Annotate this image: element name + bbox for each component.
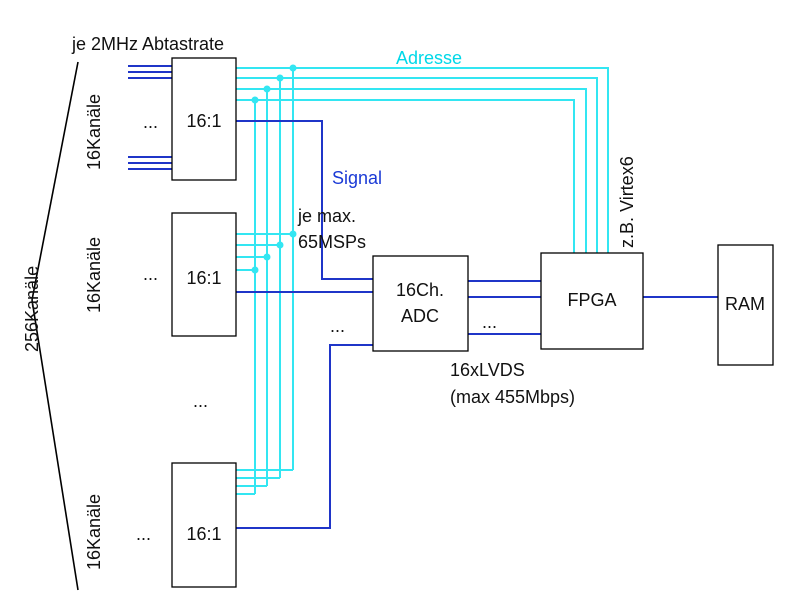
input-lines-top bbox=[128, 65, 172, 170]
lvds-label-line2: (max 455Mbps) bbox=[450, 387, 575, 407]
max-rate-label-line1: je max. bbox=[297, 206, 356, 226]
signal-label: Signal bbox=[332, 168, 382, 188]
address-label: Adresse bbox=[396, 48, 462, 68]
ellipsis-mux1: ... bbox=[143, 112, 158, 132]
total-channels-label: 256Kanäle bbox=[22, 266, 42, 352]
address-bus bbox=[236, 67, 609, 495]
adc-label-line1: 16Ch. bbox=[396, 280, 444, 300]
mux-label-2: 16:1 bbox=[186, 268, 221, 288]
ram-block: RAM bbox=[717, 244, 774, 366]
max-rate-label-line2: 65MSPs bbox=[298, 232, 366, 252]
mux-label-3: 16:1 bbox=[186, 524, 221, 544]
adc-label-line2: ADC bbox=[401, 306, 439, 326]
ellipsis-mux2: ... bbox=[143, 264, 158, 284]
signal-lines bbox=[236, 120, 373, 529]
group-channels-label-2: 16Kanäle bbox=[84, 237, 104, 313]
lvds-label-line1: 16xLVDS bbox=[450, 360, 525, 380]
lvds-lines bbox=[468, 280, 541, 335]
mux-block-1: 16:1 bbox=[171, 57, 237, 181]
group-channels-label-3: 16Kanäle bbox=[84, 494, 104, 570]
address-junction-dots bbox=[251, 64, 297, 274]
ellipsis-signals: ... bbox=[330, 316, 345, 336]
adc-block: 16Ch. ADC bbox=[372, 255, 469, 352]
ellipsis-lvds: ... bbox=[482, 312, 497, 332]
fpga-label: FPGA bbox=[567, 290, 616, 310]
mux-block-3: 16:1 bbox=[171, 462, 237, 588]
bracket-line-lower bbox=[31, 299, 79, 591]
ellipsis-mux3: ... bbox=[136, 524, 151, 544]
fpga-example-label: z.B. Virtex6 bbox=[617, 156, 637, 248]
ellipsis-groups: ... bbox=[193, 391, 208, 411]
bracket-line-upper bbox=[31, 61, 79, 301]
group-channels-label-1: 16Kanäle bbox=[84, 94, 104, 170]
mux-block-2: 16:1 bbox=[171, 212, 237, 337]
sample-rate-label: je 2MHz Abtastrate bbox=[71, 34, 224, 54]
mux-label-1: 16:1 bbox=[186, 111, 221, 131]
ram-label: RAM bbox=[725, 294, 765, 314]
fpga-block: FPGA bbox=[540, 252, 644, 350]
